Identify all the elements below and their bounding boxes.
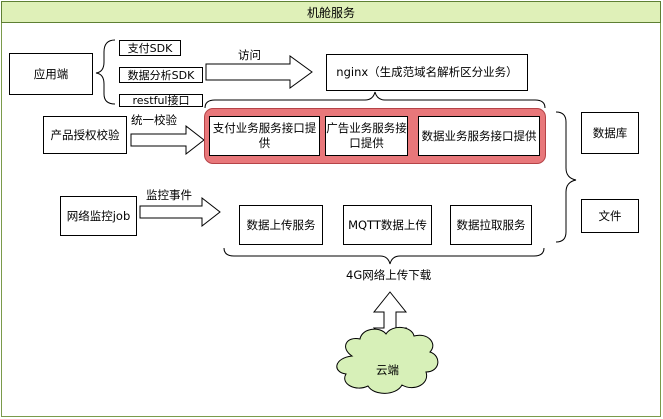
cloud-shape [336,327,439,394]
database-box: 数据库 [581,112,639,154]
sdk-item-pay: 支付SDK [119,40,181,56]
storage-brace [555,111,577,243]
access-label: 访问 [238,48,261,62]
access-arrow [205,55,313,89]
app-client-box: 应用端 [9,53,93,95]
cloud-label: 云端 [376,363,399,377]
monitor-edge-label: 监控事件 [146,188,192,202]
interface-ads: 广告业务服务接口提供 [325,116,408,156]
nginx-brace [204,91,546,109]
diagram-frame [1,23,661,417]
file-box: 文件 [581,199,639,233]
auth-arrow [130,124,205,156]
sdk-item-restful: restful接口 [119,94,203,107]
services-brace [223,247,545,265]
sdk-item-analytics: 数据分析SDK [119,67,203,83]
sdk-brace [95,39,116,105]
interface-pay: 支付业务服务接口提供 [209,116,320,156]
network-monitor-box: 网络监控job [60,196,137,236]
service-mqtt: MQTT数据上传 [343,205,432,245]
product-auth-box: 产品授权校验 [43,116,127,154]
auth-edge-label: 统一校验 [131,113,177,127]
nginx-box: nginx（生成范域名解析区分业务） [326,54,528,91]
service-upload: 数据上传服务 [239,205,323,245]
monitor-arrow [139,196,221,228]
network-label: 4G网络上传下载 [346,268,432,282]
diagram-title: 机舱服务 [1,1,661,23]
service-pull: 数据拉取服务 [450,205,532,245]
interface-data: 数据业务服务接口提供 [418,116,540,156]
